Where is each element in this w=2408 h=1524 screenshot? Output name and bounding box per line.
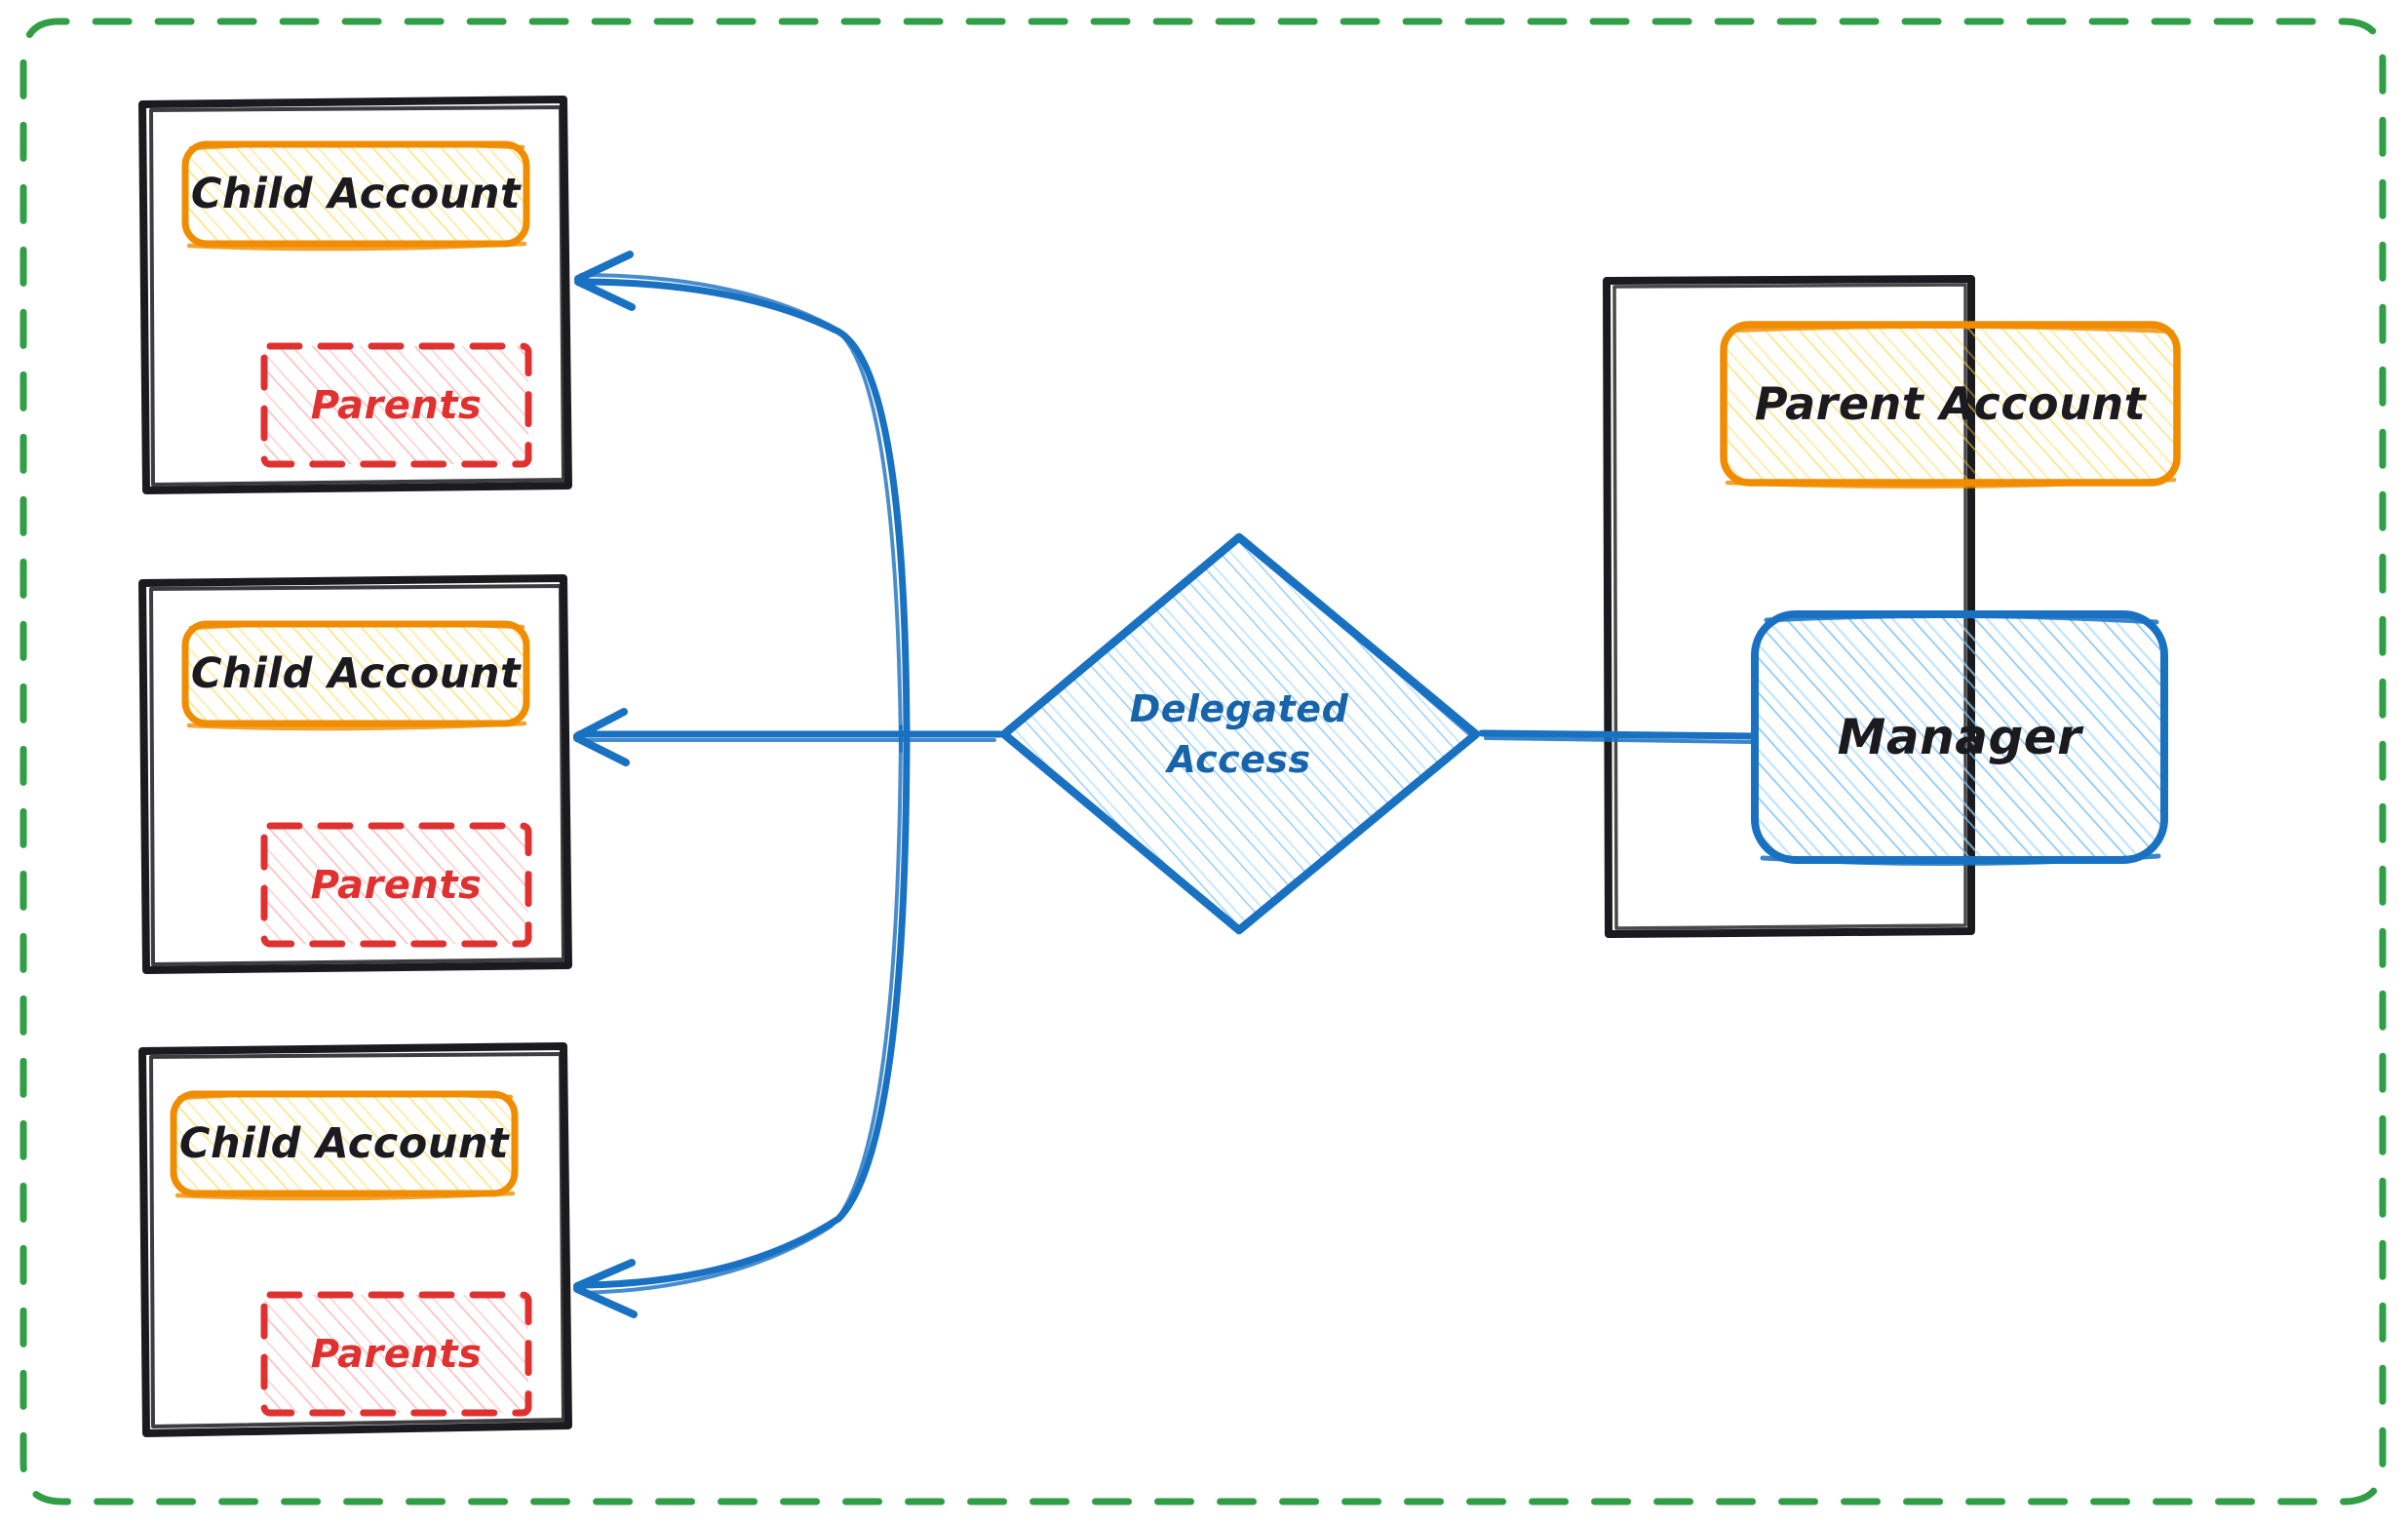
parents-box-1[interactable]: [260, 342, 532, 468]
manager-box[interactable]: [1751, 610, 2168, 867]
edge-manager-to-delegated: [1478, 729, 1757, 744]
child-account-container-3[interactable]: [138, 1042, 572, 1437]
parent-account-pill[interactable]: [1720, 321, 2181, 489]
edge-delegated-to-child-1: [574, 251, 911, 755]
child-account-pill-1[interactable]: [181, 140, 530, 252]
trust-boundary: [19, 18, 2387, 1505]
edge-delegated-to-child-3: [573, 723, 911, 1318]
child-account-container-2[interactable]: [138, 574, 572, 974]
delegated-access-diamond[interactable]: [999, 532, 1481, 935]
edge-delegated-to-child-2: [573, 708, 1004, 766]
parents-box-3[interactable]: [260, 1291, 532, 1417]
child-account-pill-3[interactable]: [170, 1090, 519, 1201]
parent-account-container[interactable]: [1603, 275, 2181, 938]
child-account-pill-2[interactable]: [181, 620, 530, 731]
child-account-container-1[interactable]: [138, 96, 572, 494]
parents-box-2[interactable]: [260, 822, 532, 948]
